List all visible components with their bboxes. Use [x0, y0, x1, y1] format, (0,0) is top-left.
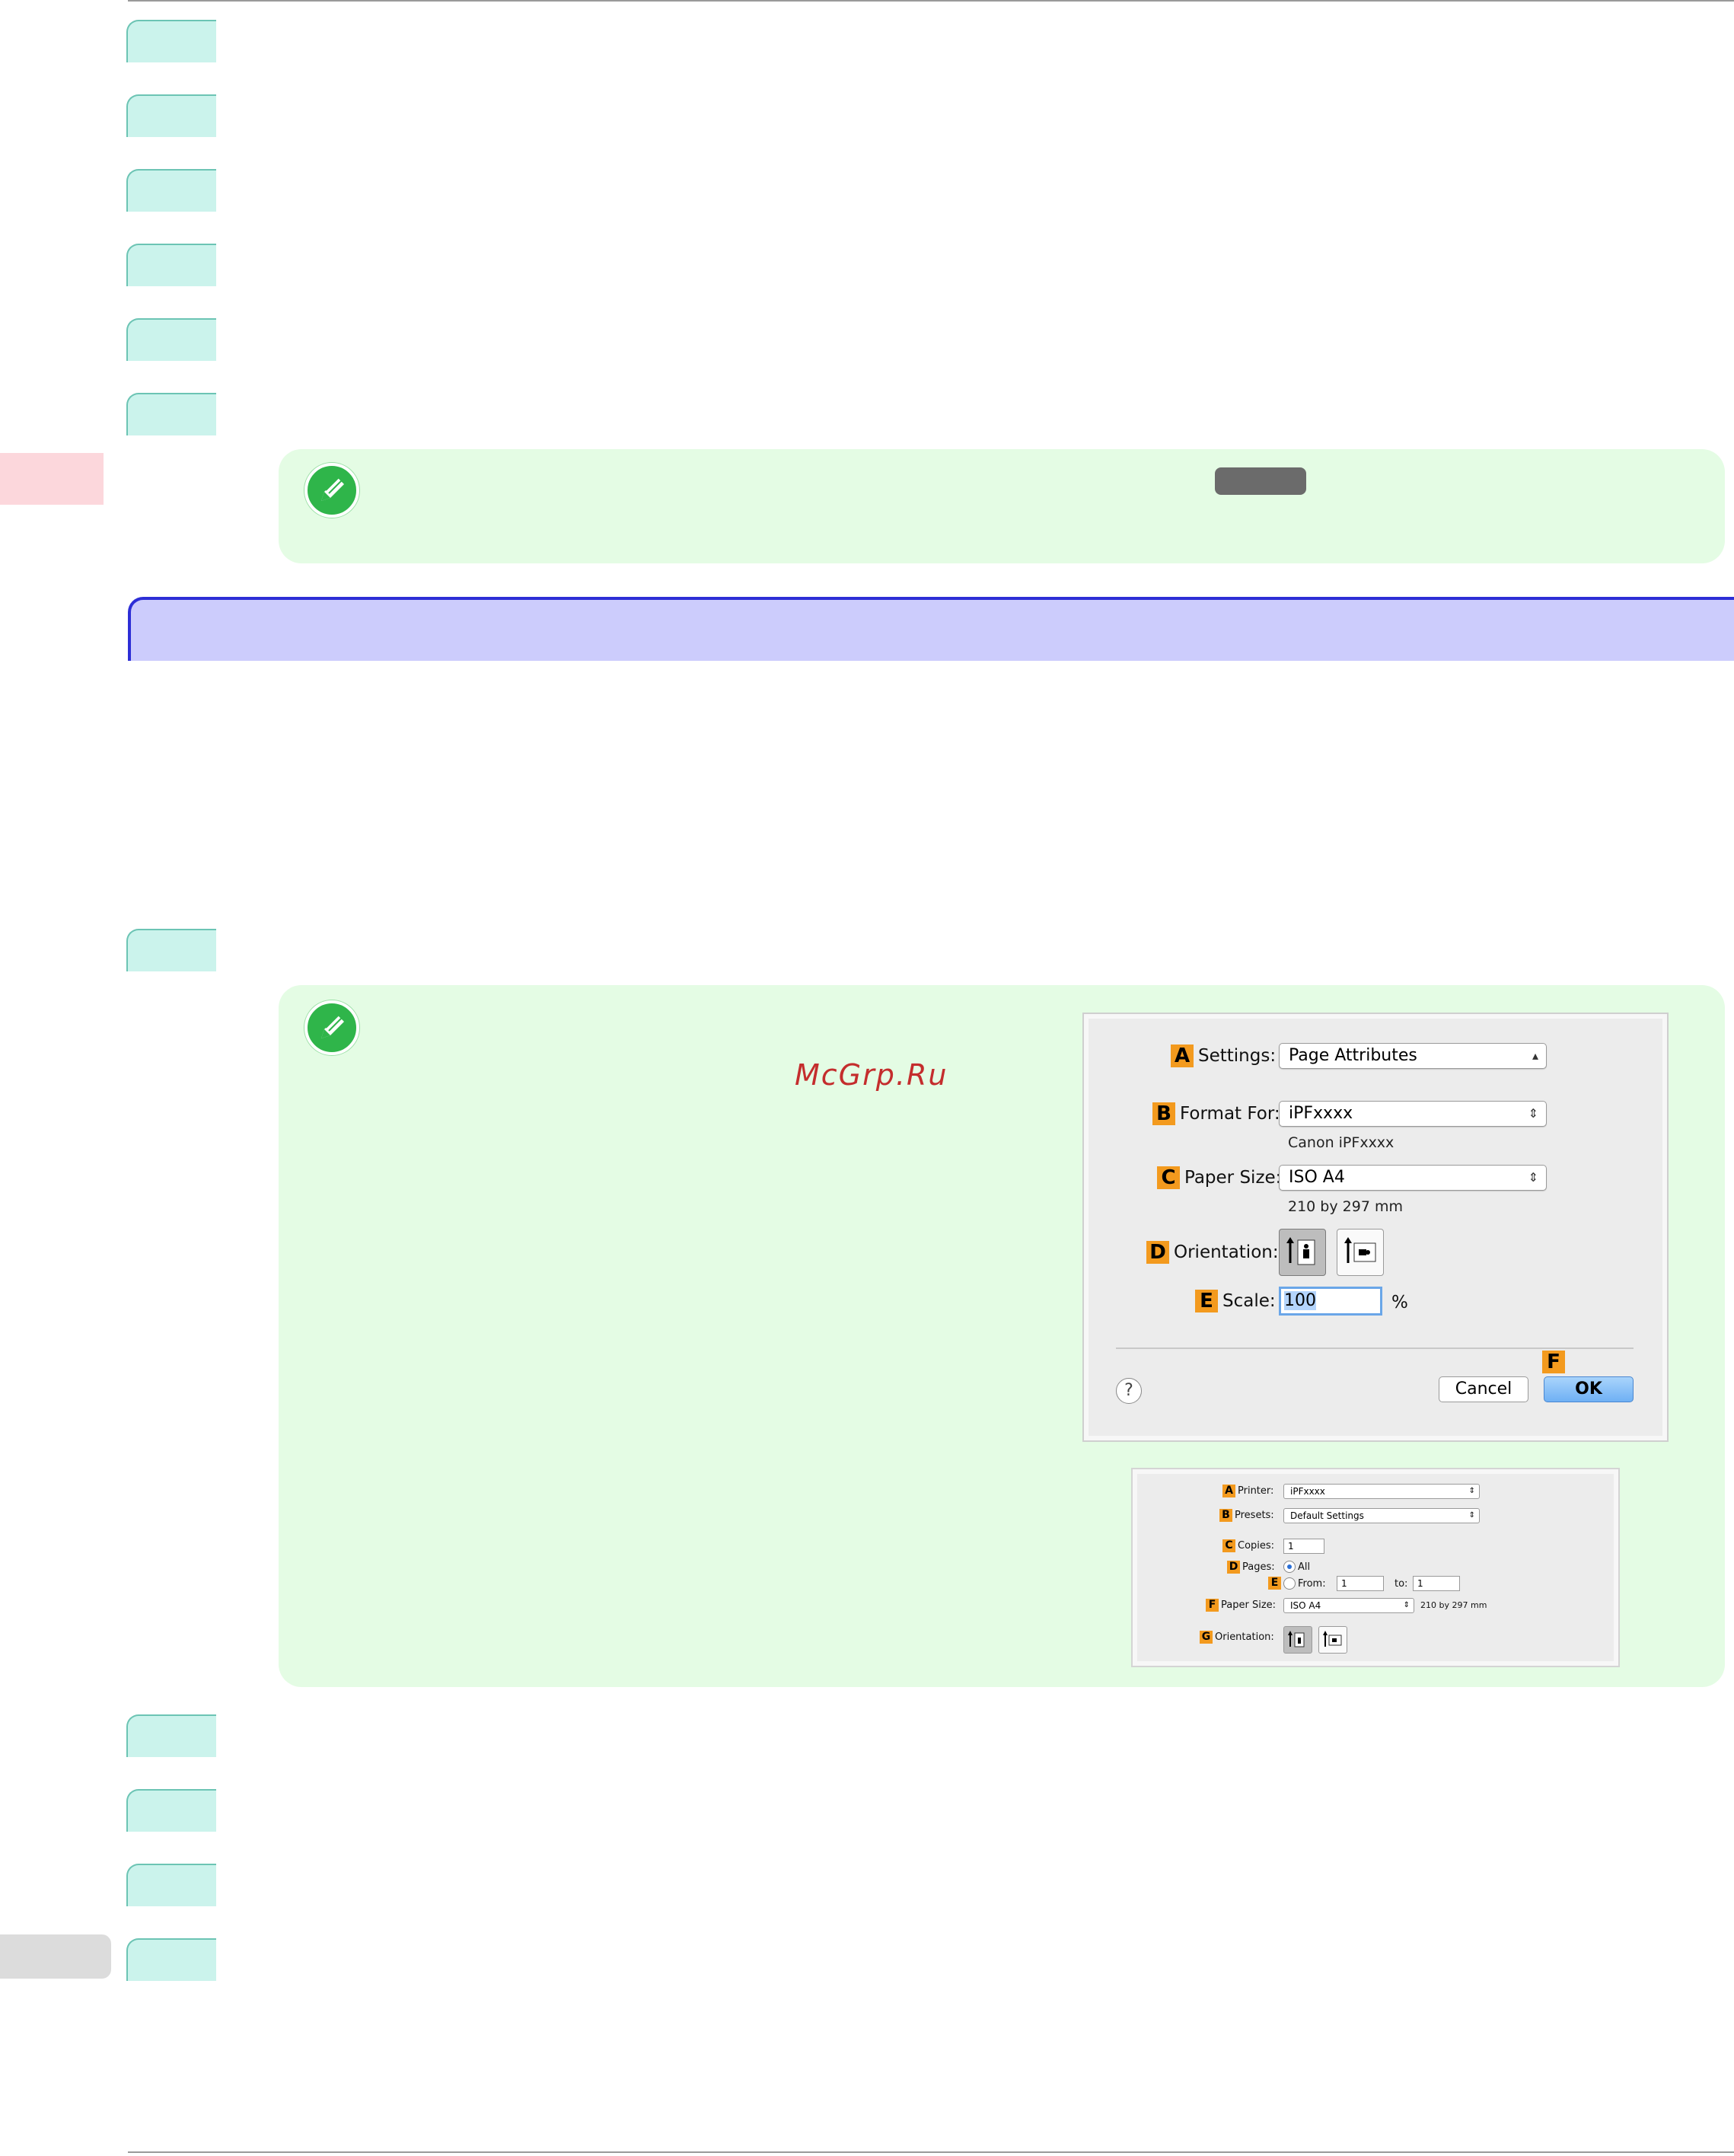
- page-side-tab: [0, 1934, 111, 1979]
- top-rule: [128, 0, 1734, 2]
- printer-label: Printer:: [1238, 1485, 1274, 1497]
- portrait-orientation-button[interactable]: [1283, 1626, 1312, 1654]
- chapter-side-tab: [0, 453, 104, 505]
- printer-value: iPFxxxx: [1290, 1486, 1325, 1497]
- label-b: B: [1152, 1102, 1175, 1125]
- label-b: B: [1219, 1509, 1232, 1522]
- popup-arrows-icon: ⇕: [1468, 1487, 1475, 1495]
- step-tab-7: [126, 929, 216, 971]
- paper-size-dimensions: 210 by 297 mm: [1288, 1198, 1403, 1215]
- note-pencil-icon: [304, 1000, 359, 1055]
- step-tab-1: [126, 20, 216, 62]
- label-g: G: [1200, 1631, 1213, 1644]
- format-for-printer-name: Canon iPFxxxx: [1288, 1134, 1395, 1151]
- scale-unit: %: [1391, 1293, 1408, 1312]
- popup-arrows-icon: ⇕: [1468, 1511, 1475, 1520]
- note-box-1: [279, 449, 1725, 563]
- step-tab-6: [126, 393, 216, 435]
- format-for-popup[interactable]: iPFxxxx ⇕: [1279, 1101, 1547, 1127]
- step-tab-8: [126, 1714, 216, 1757]
- step-tab-3: [126, 169, 216, 212]
- label-d: D: [1227, 1561, 1240, 1574]
- step-tab-11: [126, 1938, 216, 1981]
- step-tab-10: [126, 1864, 216, 1906]
- portrait-orientation-button[interactable]: [1279, 1229, 1326, 1276]
- orientation-label: Orientation:: [1215, 1631, 1274, 1643]
- watermark: McGrp.Ru: [795, 1058, 948, 1092]
- landscape-icon: [1344, 1237, 1376, 1263]
- label-a: A: [1222, 1485, 1235, 1497]
- settings-label: Settings:: [1198, 1046, 1277, 1066]
- note-pencil-icon: [304, 463, 359, 518]
- from-label: From:: [1298, 1578, 1326, 1590]
- pages-all-label: All: [1298, 1561, 1311, 1573]
- dialog-divider: [1116, 1348, 1634, 1349]
- section-heading-bar: [128, 597, 1734, 661]
- label-f: F: [1206, 1599, 1219, 1612]
- paper-size-value: ISO A4: [1289, 1168, 1345, 1187]
- settings-popup[interactable]: Page Attributes ▴: [1279, 1043, 1547, 1069]
- presets-label: Presets:: [1235, 1510, 1274, 1521]
- paper-size-dimensions: 210 by 297 mm: [1420, 1600, 1487, 1610]
- step-tab-4: [126, 244, 216, 286]
- label-f: F: [1542, 1351, 1565, 1373]
- printer-popup[interactable]: iPFxxxx ⇕: [1283, 1484, 1480, 1499]
- portrait-icon: [1288, 1631, 1305, 1647]
- label-d: D: [1146, 1241, 1169, 1264]
- label-c: C: [1222, 1539, 1235, 1552]
- step-tab-2: [126, 94, 216, 137]
- ok-button[interactable]: OK: [1544, 1376, 1634, 1402]
- scale-value: 100: [1284, 1291, 1316, 1310]
- portrait-icon: [1286, 1237, 1315, 1265]
- presets-popup[interactable]: Default Settings ⇕: [1283, 1508, 1480, 1523]
- popup-arrows-icon: ⇕: [1403, 1601, 1410, 1609]
- scale-label: Scale:: [1222, 1291, 1276, 1311]
- label-c: C: [1157, 1166, 1180, 1189]
- landscape-orientation-button[interactable]: [1318, 1626, 1347, 1654]
- presets-value: Default Settings: [1290, 1510, 1364, 1521]
- landscape-orientation-button[interactable]: [1337, 1229, 1384, 1276]
- copies-label: Copies:: [1238, 1540, 1275, 1552]
- pages-all-radio[interactable]: [1283, 1561, 1296, 1573]
- step-tab-5: [126, 318, 216, 361]
- landscape-icon: [1323, 1631, 1342, 1647]
- bottom-rule: [128, 2151, 1734, 2153]
- label-e: E: [1195, 1290, 1218, 1312]
- help-button[interactable]: ?: [1116, 1378, 1142, 1404]
- popup-arrows-icon: ⇕: [1528, 1170, 1538, 1185]
- paper-size-label: Paper Size:: [1184, 1168, 1282, 1188]
- format-for-label: Format For:: [1180, 1104, 1280, 1124]
- popup-arrows-icon: ⇕: [1528, 1106, 1538, 1121]
- orientation-label: Orientation:: [1174, 1242, 1279, 1262]
- pages-from-radio[interactable]: [1283, 1577, 1296, 1590]
- keyboard-key-icon: [1215, 467, 1306, 495]
- paper-size-value: ISO A4: [1290, 1600, 1321, 1611]
- page-setup-dialog: A Settings: Page Attributes ▴ B Format F…: [1084, 1014, 1667, 1440]
- label-e: E: [1268, 1577, 1281, 1590]
- paper-size-popup[interactable]: ISO A4 ⇕: [1283, 1598, 1414, 1613]
- popup-arrows-icon: ▴: [1532, 1048, 1538, 1063]
- copies-input[interactable]: 1: [1283, 1539, 1324, 1554]
- pages-label: Pages:: [1242, 1561, 1275, 1573]
- settings-value: Page Attributes: [1289, 1046, 1417, 1065]
- paper-size-popup[interactable]: ISO A4 ⇕: [1279, 1165, 1547, 1191]
- label-a: A: [1171, 1045, 1194, 1067]
- scale-input[interactable]: 100: [1279, 1287, 1382, 1316]
- from-input[interactable]: 1: [1337, 1576, 1384, 1591]
- paper-size-label: Paper Size:: [1221, 1599, 1277, 1611]
- to-label: to:: [1395, 1578, 1408, 1590]
- step-tab-9: [126, 1789, 216, 1832]
- cancel-button[interactable]: Cancel: [1439, 1376, 1528, 1402]
- format-for-value: iPFxxxx: [1289, 1104, 1353, 1123]
- to-input[interactable]: 1: [1413, 1576, 1460, 1591]
- print-dialog: A Printer: iPFxxxx ⇕ B Presets: Default S…: [1133, 1469, 1618, 1666]
